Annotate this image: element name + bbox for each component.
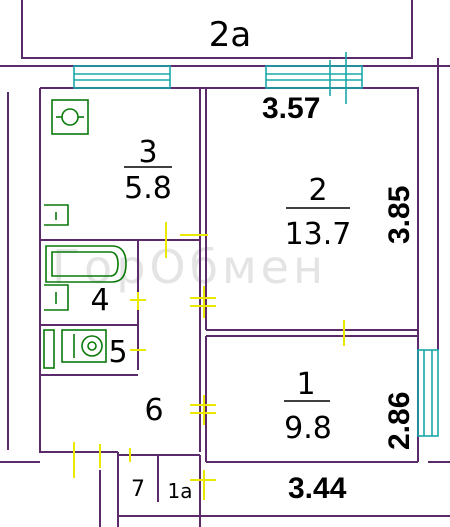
room-2-number: 2 bbox=[308, 173, 327, 208]
window-room3 bbox=[73, 65, 171, 89]
dimension-room2-width: 3.57 bbox=[262, 92, 320, 125]
dimension-room2-height: 3.85 bbox=[383, 186, 416, 244]
dimension-room1-height: 2.86 bbox=[383, 392, 416, 450]
room-6-number: 6 bbox=[144, 393, 163, 428]
window-room2 bbox=[265, 65, 363, 89]
room-1-number: 1 bbox=[296, 367, 315, 402]
room-5-number: 5 bbox=[108, 335, 127, 370]
room-1a-number: 1а bbox=[168, 479, 193, 503]
room-3-number: 3 bbox=[138, 135, 157, 170]
room-2a-number: 2а bbox=[209, 15, 251, 55]
watermark: ГорОбмен bbox=[52, 240, 327, 294]
stove-icon bbox=[51, 99, 89, 135]
room-1-area: 9.8 bbox=[284, 411, 332, 446]
dimension-room1-width: 3.44 bbox=[288, 472, 347, 505]
room-3-area: 5.8 bbox=[124, 171, 172, 206]
room-2-area: 13.7 bbox=[285, 217, 352, 252]
windows bbox=[73, 52, 439, 437]
window-room1 bbox=[417, 349, 439, 437]
fixtures bbox=[43, 99, 127, 369]
bathtub-icon bbox=[45, 245, 127, 283]
sink-icon bbox=[44, 204, 69, 226]
doors bbox=[73, 222, 345, 500]
room-7-number: 7 bbox=[131, 477, 145, 502]
room-4-number: 4 bbox=[90, 283, 109, 318]
toilet-icon bbox=[61, 329, 107, 363]
washbasin-icon bbox=[44, 284, 69, 311]
